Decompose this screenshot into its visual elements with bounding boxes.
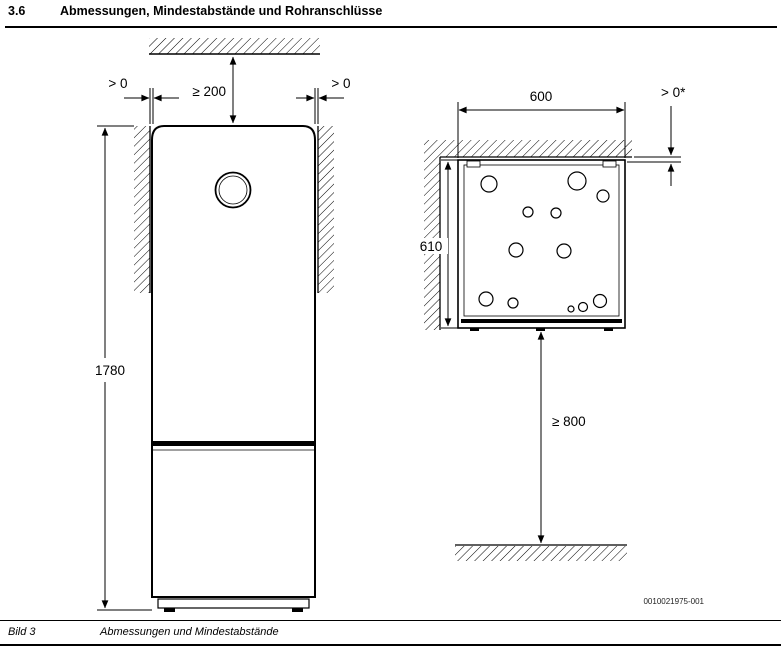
depth-label-bg	[414, 238, 448, 254]
appliance-front	[151, 125, 316, 612]
floor-hatch	[455, 546, 627, 561]
page-bottom-rule	[0, 644, 781, 646]
rear-clearance-label: > 0*	[661, 85, 686, 100]
right-wall-hatch	[318, 126, 334, 293]
front-panel-band	[461, 319, 622, 323]
foot-left	[164, 608, 175, 612]
front-clearance-label: ≥ 800	[552, 414, 586, 429]
right-clearance-label: > 0	[331, 76, 350, 91]
figure-title: Abmessungen und Mindestabstände	[100, 626, 279, 638]
appliance-outline	[151, 125, 316, 598]
width-dimension: 600	[457, 89, 626, 158]
foot-mark	[470, 328, 479, 331]
front-clearance-dimension: ≥ 800	[537, 331, 586, 544]
foot-mark	[604, 328, 613, 331]
top-view: 600 > 0*	[414, 85, 686, 561]
header-rule	[5, 26, 777, 28]
appliance-top-inner	[463, 164, 620, 317]
foot-right	[292, 608, 303, 612]
pipe-connection-circle	[550, 207, 562, 219]
pipe-connections	[478, 171, 610, 313]
drawing-number: 0010021975-001	[643, 597, 704, 606]
caption-rule	[0, 620, 781, 621]
ceiling-hatch	[149, 38, 320, 54]
pipe-connection-circle	[480, 175, 498, 193]
rear-wall-hatch	[424, 140, 632, 157]
rear-clearance-dimension: > 0*	[627, 85, 686, 186]
width-label: 600	[530, 89, 553, 104]
depth-label: 610	[420, 239, 443, 254]
pipe-connection-circle	[478, 291, 494, 307]
appliance-top	[457, 159, 626, 331]
left-wall-hatch	[134, 126, 150, 293]
right-clearance-dimension: > 0	[296, 76, 351, 124]
depth-dimension: 610	[414, 159, 458, 329]
left-clearance-label: > 0	[108, 76, 127, 91]
pipe-connection-circle	[522, 206, 534, 218]
logo-circle	[214, 171, 252, 209]
pipe-connection-circle	[508, 242, 524, 258]
foot-mark	[536, 328, 545, 331]
pipe-connection-circle	[577, 301, 589, 313]
front-view: ≥ 200 > 0 > 0	[95, 38, 351, 612]
top-clearance-label: ≥ 200	[192, 84, 226, 99]
section-number: 3.6	[8, 4, 26, 18]
pipe-connection-circle	[596, 189, 610, 203]
height-label: 1780	[95, 363, 125, 378]
section-header: 3.6 Abmessungen, Mindestabstände und Roh…	[8, 4, 382, 18]
figure-label: Bild 3	[8, 626, 36, 638]
pipe-connection-circle	[567, 171, 587, 191]
logo-circle-inner	[218, 175, 248, 205]
top-clearance-dimension: ≥ 200	[192, 56, 237, 124]
pipe-connection-circle	[567, 305, 575, 313]
height-dimension: 1780	[95, 125, 152, 611]
pipe-connection-circle	[507, 297, 519, 309]
figure-caption: Bild 3 Abmessungen und Mindestabstände	[8, 626, 279, 638]
left-clearance-dimension: > 0	[108, 76, 179, 124]
pipe-connection-circle	[592, 293, 608, 309]
section-title: Abmessungen, Mindestabstände und Rohrans…	[60, 4, 383, 18]
pipe-connection-circle	[556, 243, 572, 259]
mount-tab-left	[466, 160, 481, 168]
base-plinth	[157, 598, 310, 609]
panel-divider	[153, 441, 314, 446]
mount-tab-right	[602, 160, 617, 168]
